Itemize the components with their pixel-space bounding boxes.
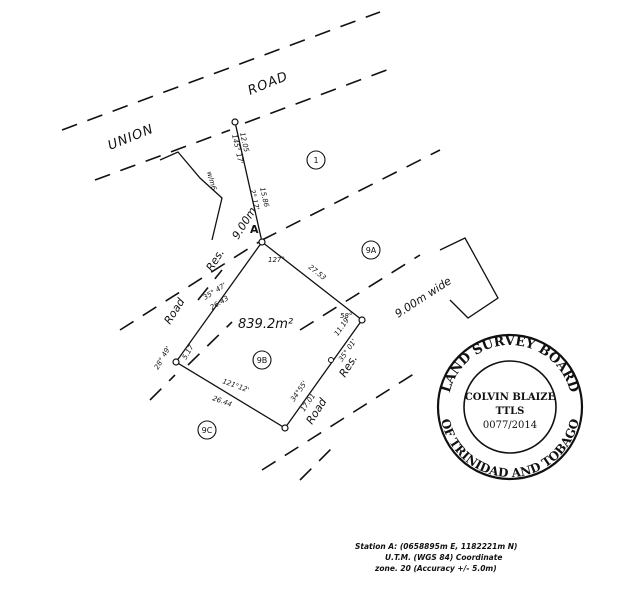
north-boundary (231, 118, 263, 243)
svg-text:58°: 58° (340, 312, 352, 320)
svg-text:1: 1 (313, 156, 318, 165)
left-res-label: Res. (204, 247, 228, 274)
svg-text:9C: 9C (202, 426, 213, 435)
seal-title: TTLS (496, 406, 525, 417)
survey-board-seal: LAND SURVEY BOARD OF TRINIDAD AND TOBAGO… (436, 333, 584, 480)
right-road-reserve (261, 149, 499, 481)
station-info: Station A: (0658895m E, 1182221m N) U.T.… (355, 542, 518, 573)
left-road-reserve (119, 151, 263, 401)
svg-text:127°: 127° (268, 256, 285, 264)
right-width-label: 9.00m wide (393, 274, 454, 320)
tiny-width-label: w/m6 (205, 170, 218, 191)
svg-text:28° 49': 28° 49' (153, 345, 173, 371)
left-road-label: Road (162, 295, 188, 327)
station-line-1: Station A: (0658895m E, 1182221m N) (355, 542, 518, 551)
svg-text:9A: 9A (366, 246, 377, 255)
svg-text:5.17: 5.17 (181, 343, 196, 361)
lot-1-marker: 1 (306, 150, 326, 170)
seal-number: 0077/2014 (483, 420, 537, 431)
lot-9b-marker: 9B (252, 350, 272, 370)
lot-9b-parcel (172, 238, 366, 432)
lot-9c-marker: 9C (197, 420, 217, 440)
area-label: 839.2m² (238, 317, 293, 332)
lot-9a-marker: 9A (361, 240, 381, 260)
union-label: UNION (106, 122, 156, 154)
seal-name: COLVIN BLAIZE (465, 392, 556, 403)
point-a-label: A (250, 223, 259, 236)
station-line-2: U.T.M. (WGS 84) Coordinate (385, 553, 502, 562)
union-road-edges (61, 11, 393, 181)
svg-text:26.44: 26.44 (211, 394, 233, 408)
svg-text:9B: 9B (257, 356, 268, 365)
survey-mark (231, 118, 239, 126)
measurements: 12.05 145° 17' 15.86 2° 17' 127° 27.53 5… (153, 132, 358, 413)
road-label: ROAD (246, 69, 291, 99)
station-line-3: zone. 20 (Accuracy +/- 5.0m) (374, 564, 497, 573)
